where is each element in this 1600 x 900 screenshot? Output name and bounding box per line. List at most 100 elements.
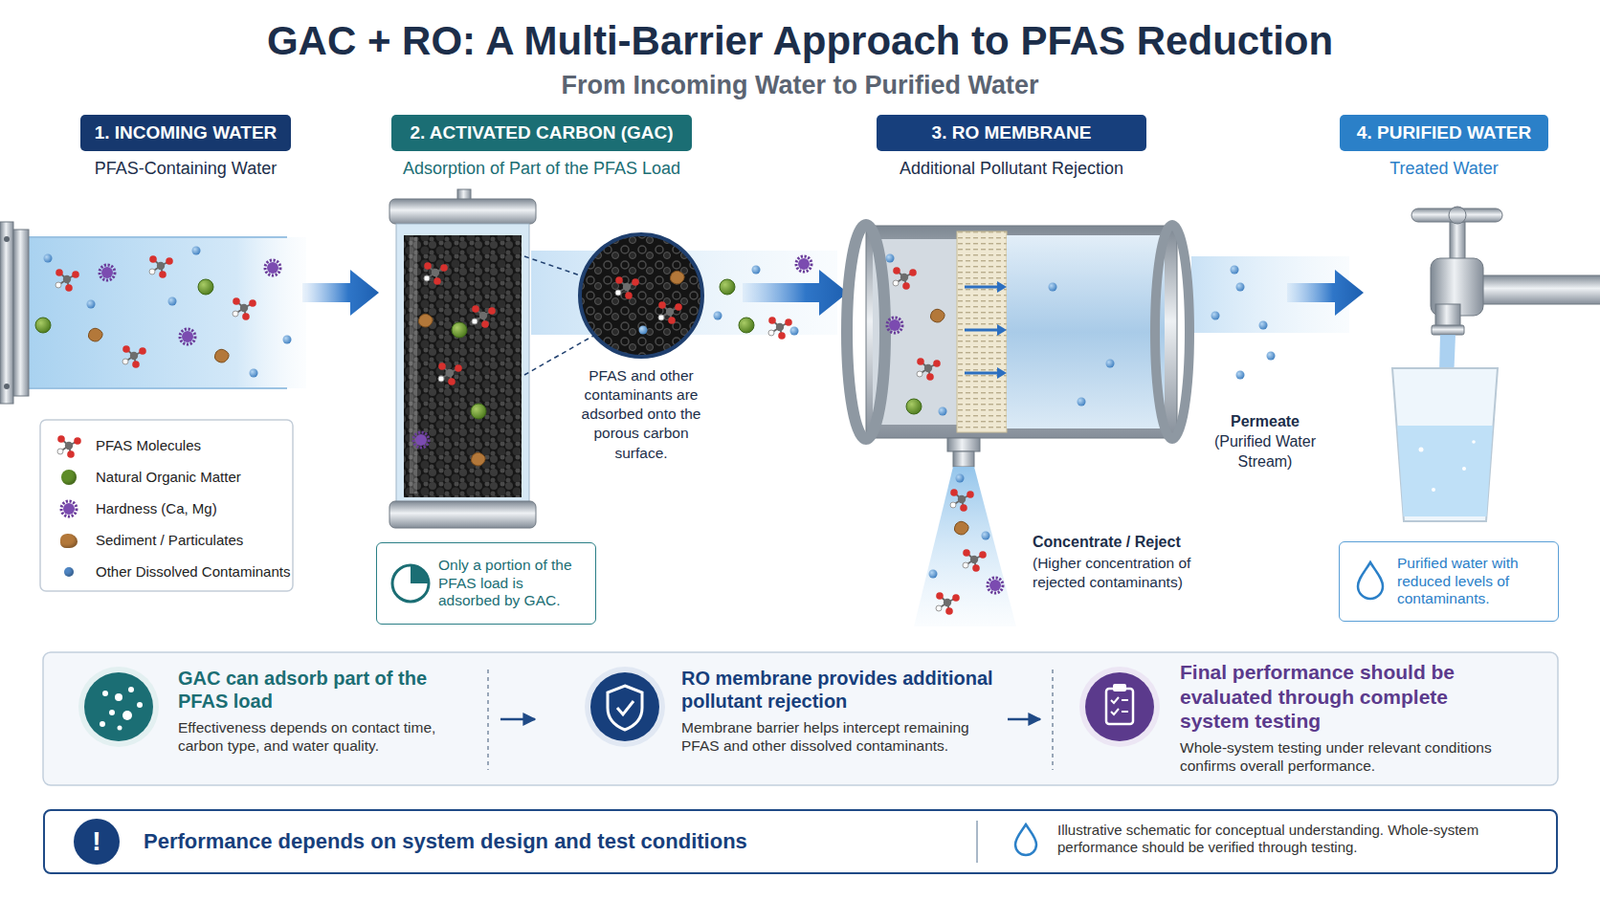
legend-swatch bbox=[61, 469, 77, 486]
pfas-molecule bbox=[55, 268, 80, 292]
flow-connector bbox=[1007, 718, 1041, 722]
icon-dot bbox=[122, 711, 133, 721]
dissolved-dot bbox=[1236, 371, 1245, 380]
node-text: Only a portion of the PFAS load is adsor… bbox=[438, 556, 588, 612]
sediment-particle bbox=[930, 309, 945, 323]
icon-disc bbox=[1085, 672, 1155, 742]
sediment-particle bbox=[954, 521, 969, 535]
flux-arrow-head bbox=[997, 367, 1007, 379]
organic-matter bbox=[719, 279, 735, 295]
ro-end-ring bbox=[1155, 224, 1190, 440]
dissolved-dot bbox=[955, 474, 965, 484]
pipe-edge bbox=[28, 236, 288, 239]
icon-dot bbox=[117, 726, 123, 732]
pfas-molecule bbox=[232, 297, 257, 321]
summary-section: Final performance should be evaluated th… bbox=[1045, 660, 1554, 777]
flux-arrow-head bbox=[997, 324, 1007, 336]
bubble bbox=[1471, 440, 1476, 445]
flux-arrow-head bbox=[997, 281, 1007, 293]
pfas-molecule bbox=[658, 301, 683, 325]
label-text: (Purified Water Stream) bbox=[1203, 432, 1327, 473]
stage-badge: 1. INCOMING WATER bbox=[80, 114, 291, 152]
icon-disc bbox=[590, 672, 660, 742]
hardness-ion bbox=[887, 317, 903, 334]
dissolved-dot bbox=[1048, 283, 1058, 292]
check-icon bbox=[1111, 697, 1119, 704]
node-text: RO membrane provides additional pollutan… bbox=[681, 666, 998, 714]
pfas-molecule bbox=[935, 592, 960, 616]
check-icon bbox=[1111, 709, 1119, 715]
pfas-molecule bbox=[438, 362, 463, 386]
hardness-ion bbox=[987, 577, 1003, 594]
faucet-spout bbox=[1435, 304, 1461, 328]
pfas-molecule bbox=[615, 276, 640, 300]
pfas-molecule bbox=[471, 305, 496, 329]
summary-panel bbox=[43, 652, 1558, 786]
bar-divider bbox=[976, 821, 978, 864]
pfas-molecule bbox=[892, 266, 917, 290]
zoom-line bbox=[524, 334, 596, 376]
organic-matter bbox=[470, 403, 487, 420]
stage-badge: 4. PURIFIED WATER bbox=[1339, 114, 1549, 152]
dissolved-dot bbox=[1106, 359, 1115, 369]
column-cap bbox=[389, 199, 536, 224]
legend-text: Natural Organic Matter bbox=[95, 467, 288, 488]
dissolved-dot bbox=[1230, 266, 1240, 275]
pipe-flange bbox=[0, 222, 14, 404]
drop-shape bbox=[1015, 824, 1037, 856]
legend-text: Hardness (Ca, Mg) bbox=[95, 499, 288, 519]
particles bbox=[35, 246, 1276, 616]
icon-dot bbox=[99, 721, 106, 728]
dissolved-dot bbox=[1266, 352, 1276, 361]
node-text: 1. INCOMING WATER bbox=[94, 121, 278, 144]
drop-icon bbox=[1353, 559, 1388, 602]
node-text: Membrane barrier helps intercept remaini… bbox=[681, 719, 998, 756]
bubble bbox=[1419, 447, 1424, 453]
legend-text: Sediment / Particulates bbox=[95, 531, 288, 551]
icon-dot bbox=[102, 690, 109, 697]
check-icon bbox=[617, 701, 634, 715]
sediment-particle bbox=[669, 270, 685, 285]
dissolved-dot bbox=[886, 254, 895, 264]
bubble bbox=[1431, 488, 1436, 492]
pipe-edge bbox=[28, 387, 288, 390]
dissolved-dot bbox=[929, 570, 938, 579]
summary-section: RO membrane provides additional pollutan… bbox=[540, 666, 1000, 756]
node-text: 4. PURIFIED WATER bbox=[1356, 121, 1532, 144]
label-text: Treated Water bbox=[1319, 157, 1569, 180]
icon-ring bbox=[584, 666, 666, 748]
clipboard-icon bbox=[1106, 688, 1134, 725]
flow-arrow bbox=[302, 269, 379, 316]
flux-arrow bbox=[964, 286, 998, 289]
pfas-molecule bbox=[423, 262, 448, 286]
organic-matter bbox=[198, 279, 214, 295]
ro-permeate-chamber bbox=[1006, 235, 1165, 429]
legend-swatch bbox=[60, 533, 78, 549]
label-text: Additional Pollutant Rejection bbox=[848, 157, 1175, 180]
ro-housing bbox=[866, 225, 1178, 439]
stage-badge: 2. ACTIVATED CARBON (GAC) bbox=[391, 114, 692, 152]
stage-badge: 3. RO MEMBRANE bbox=[876, 114, 1147, 152]
legend-swatch bbox=[64, 567, 74, 578]
flux-arrow bbox=[964, 329, 998, 333]
dissolved-dot bbox=[713, 311, 723, 321]
node-text: Illustrative schematic for conceptual un… bbox=[1057, 822, 1517, 858]
faucet-knob bbox=[1448, 206, 1467, 224]
legend-frame bbox=[40, 420, 293, 592]
column-glass bbox=[396, 223, 530, 504]
pie-outline bbox=[392, 565, 429, 602]
dissolved-dot bbox=[283, 335, 292, 345]
hardness-ion bbox=[796, 256, 812, 272]
note-box: Only a portion of the PFAS load is adsor… bbox=[376, 542, 597, 625]
dissolved-dot bbox=[1236, 283, 1245, 292]
faucet-stem bbox=[1449, 222, 1466, 261]
icon-dot bbox=[109, 710, 115, 716]
node-text: Whole-system testing under relevant cond… bbox=[1179, 739, 1534, 777]
sediment-particle bbox=[88, 328, 103, 342]
reject-spray bbox=[913, 466, 1017, 627]
pfas-molecule bbox=[149, 255, 174, 279]
pipe-flange bbox=[13, 229, 29, 397]
dissolved-dot bbox=[981, 532, 991, 541]
hardness-ion bbox=[265, 260, 281, 276]
